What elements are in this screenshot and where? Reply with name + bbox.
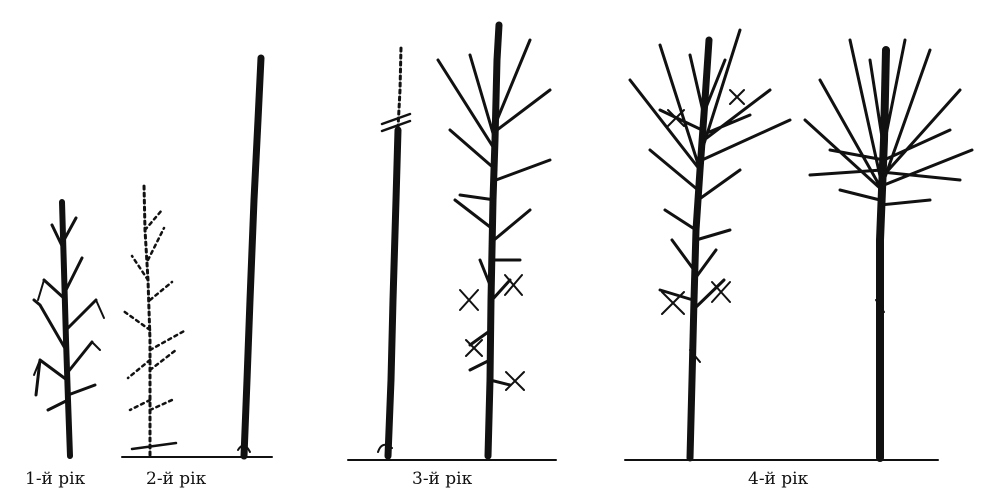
tree-year-1	[34, 202, 104, 456]
tree-year-3-branched	[438, 25, 550, 456]
stage-label-year-2: 2-й рік	[146, 469, 207, 489]
tree-year-2-before-pruning	[122, 185, 186, 455]
tree-year-2-after-pruning	[238, 58, 261, 456]
stage-label-year-4: 4-й рік	[748, 469, 809, 489]
tree-year-3-whip	[378, 48, 410, 456]
tree-year-4-right	[805, 40, 972, 458]
tree-year-4-left	[630, 30, 790, 458]
stage-label-year-1: 1-й рік	[25, 469, 86, 489]
stage-label-year-3: 3-й рік	[412, 469, 473, 489]
